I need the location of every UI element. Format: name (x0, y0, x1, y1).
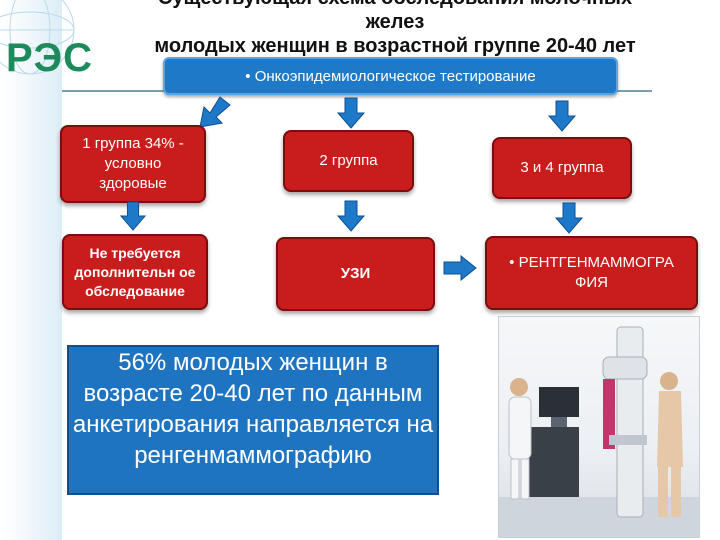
arrow-down-icon (336, 200, 366, 232)
oncoepidemiological-testing-box: • Онкоэпидемиологическое тестирование (163, 57, 618, 95)
group-3-4-box: 3 и 4 группа (492, 137, 632, 199)
arrow-down-icon (547, 100, 577, 132)
mammography-illustration (499, 326, 699, 537)
group-3-4-label: 3 и 4 группа (520, 159, 604, 176)
arrow-down-icon (119, 201, 147, 231)
arrow-down-icon (554, 202, 584, 234)
group-1-box: 1 группа 34% - условно здоровые (60, 125, 206, 203)
no-exam-label: Не требуется дополнительн ое обследовани… (74, 244, 196, 299)
arrow-right-icon (443, 255, 477, 281)
left-decor-bar (0, 0, 62, 540)
summary-text: 56% молодых женщин в возрасте 20-40 лет … (72, 349, 434, 469)
group-2-box: 2 группа (283, 130, 414, 192)
summary-box: 56% молодых женщин в возрасте 20-40 лет … (67, 345, 439, 495)
mammography-label: • РЕНТГЕНМАММОГРА ФИЯ (509, 254, 674, 291)
globe-icon (0, 0, 75, 75)
no-exam-box: Не требуется дополнительн ое обследовани… (62, 234, 208, 310)
arrow-down-left-icon (199, 96, 231, 128)
group-2-label: 2 группа (319, 152, 378, 169)
group-1-label: 1 группа 34% - условно здоровые (82, 135, 184, 192)
mammography-box: • РЕНТГЕНМАММОГРА ФИЯ (485, 236, 698, 310)
logo: РЭС (6, 36, 94, 80)
arrow-down-icon (336, 97, 366, 129)
ultrasound-box: УЗИ (276, 237, 435, 311)
page-title: Существующая схема обследования молочных… (154, 0, 636, 57)
ultrasound-label: УЗИ (340, 265, 371, 282)
testing-label: • Онкоэпидемиологическое тестирование (245, 67, 536, 85)
mammography-photo (498, 316, 700, 538)
